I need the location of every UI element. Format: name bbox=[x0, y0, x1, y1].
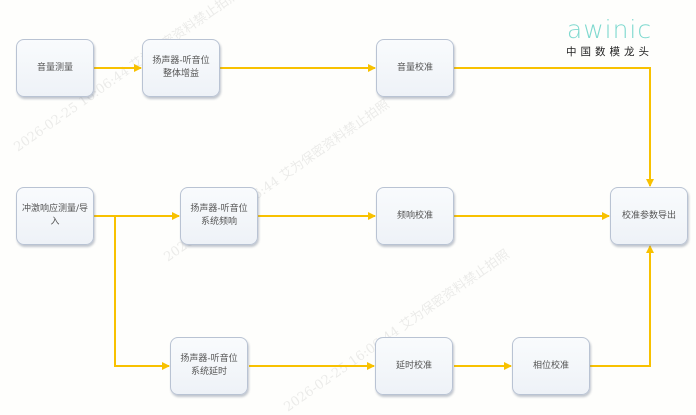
arrow bbox=[590, 245, 654, 367]
logo-brand: awinic bbox=[566, 15, 653, 44]
node-speaker-gain[interactable]: 扬声器-听音位整体增益 bbox=[142, 39, 220, 97]
node-label: 冲激响应测量/导入 bbox=[21, 204, 89, 227]
node-label: 音量测量 bbox=[36, 62, 73, 73]
node-label: 延时校准 bbox=[395, 360, 432, 371]
flow-connectors bbox=[94, 64, 654, 370]
arrow bbox=[454, 67, 654, 187]
node-volume-calib[interactable]: 音量校准 bbox=[376, 39, 454, 97]
arrow bbox=[114, 216, 170, 370]
node-delay-calib[interactable]: 延时校准 bbox=[375, 337, 453, 395]
node-freq-calib[interactable]: 频响校准 bbox=[376, 187, 454, 245]
node-speaker-freq[interactable]: 扬声器-听音位系统频响 bbox=[180, 187, 258, 245]
awinic-logo: awinic 中国数模龙头 bbox=[566, 15, 653, 59]
node-phase-calib[interactable]: 相位校准 bbox=[512, 337, 590, 395]
node-label: 校准参数导出 bbox=[621, 210, 676, 221]
node-export[interactable]: 校准参数导出 bbox=[610, 187, 688, 245]
node-volume-measure[interactable]: 音量测量 bbox=[16, 39, 94, 97]
node-label: 相位校准 bbox=[532, 360, 569, 371]
logo-slogan: 中国数模龙头 bbox=[566, 46, 653, 58]
node-label: 扬声器-听音位系统延时 bbox=[180, 354, 238, 377]
node-label: 音量校准 bbox=[396, 62, 433, 73]
node-label: 扬声器-听音位系统频响 bbox=[190, 204, 248, 227]
node-label: 扬声器-听音位整体增益 bbox=[152, 56, 210, 79]
node-speaker-delay[interactable]: 扬声器-听音位系统延时 bbox=[170, 337, 248, 395]
node-impulse-measure[interactable]: 冲激响应测量/导入 bbox=[16, 187, 94, 245]
node-label: 频响校准 bbox=[396, 210, 433, 221]
